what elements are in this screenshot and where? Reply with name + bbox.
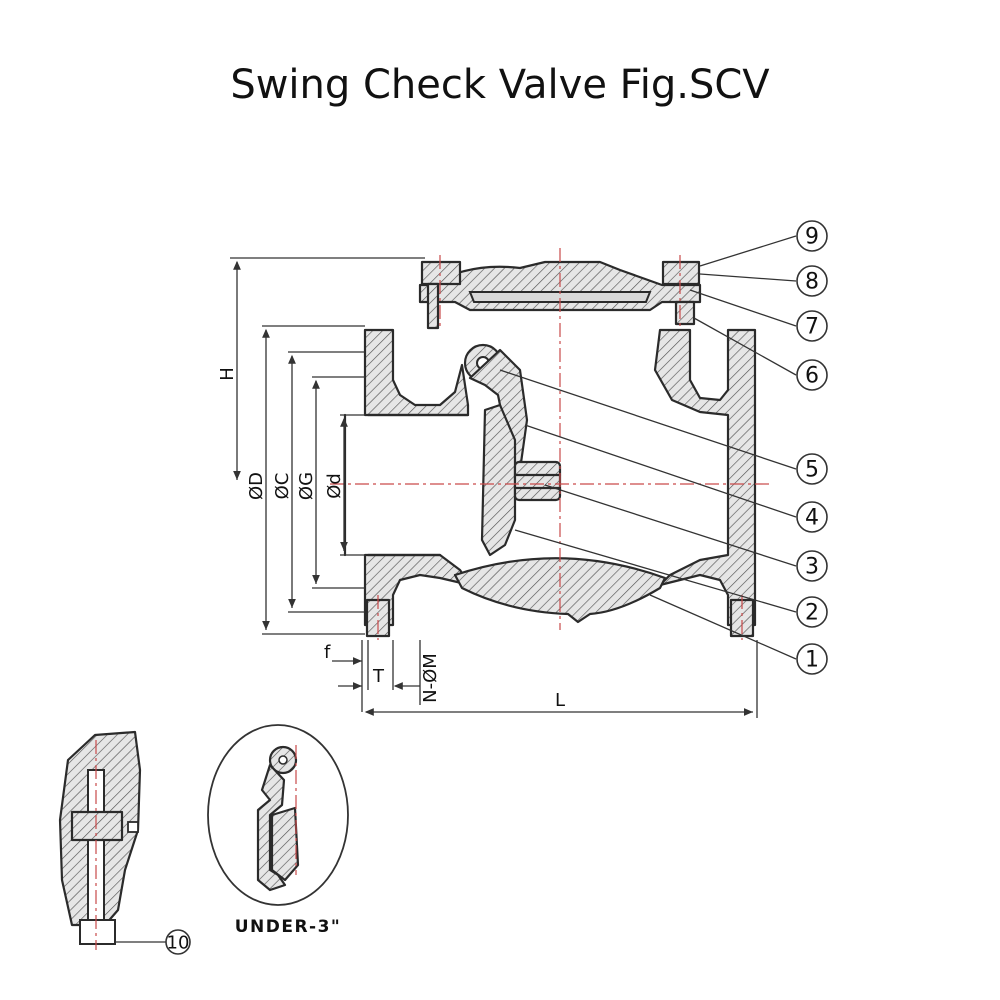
callout-6-label: 6 (805, 364, 819, 389)
centerlines (330, 248, 770, 640)
callout-9-label: 9 (805, 225, 819, 250)
dim-f-label: f (324, 642, 331, 663)
callout-7: 7 (796, 310, 828, 342)
callout-5: 5 (796, 453, 828, 485)
callout-6: 6 (796, 359, 828, 391)
leader-lines (499, 235, 797, 660)
callout-3-label: 3 (805, 555, 819, 580)
callout-1: 1 (796, 643, 828, 675)
dim-g-label: ØG (296, 472, 317, 500)
under-3-detail: UNDER-3" (207, 724, 349, 937)
dim-l-label: L (555, 690, 565, 711)
detail-note: UNDER-3" (235, 917, 342, 937)
page-title: Swing Check Valve Fig.SCV (230, 62, 770, 108)
dim-d-outer-label: ØD (246, 472, 267, 500)
valve-body (343, 260, 757, 638)
callout-4-label: 4 (805, 506, 819, 531)
dim-t-label: T (372, 666, 385, 687)
dim-c-label: ØC (272, 473, 293, 500)
dimension-lines (230, 257, 758, 718)
dim-bolt-label: N-ØM (420, 653, 441, 703)
callout-2: 2 (796, 596, 828, 628)
callout-1-label: 1 (805, 648, 819, 673)
dim-bore-label: Ød (324, 473, 345, 499)
callout-5-label: 5 (805, 458, 819, 483)
callout-10-label: 10 (167, 933, 190, 954)
callout-3: 3 (796, 550, 828, 582)
callout-2-label: 2 (805, 601, 819, 626)
callout-9: 9 (796, 220, 828, 252)
callout-4: 4 (796, 501, 828, 533)
dimension-labels: H ØD ØC ØG Ød f T N-ØM L (217, 367, 565, 711)
callout-8: 8 (796, 265, 828, 297)
callout-8-label: 8 (805, 270, 819, 295)
bolt-detail: 10 (58, 730, 191, 955)
dim-h-label: H (217, 367, 238, 381)
callout-7-label: 7 (805, 315, 819, 340)
